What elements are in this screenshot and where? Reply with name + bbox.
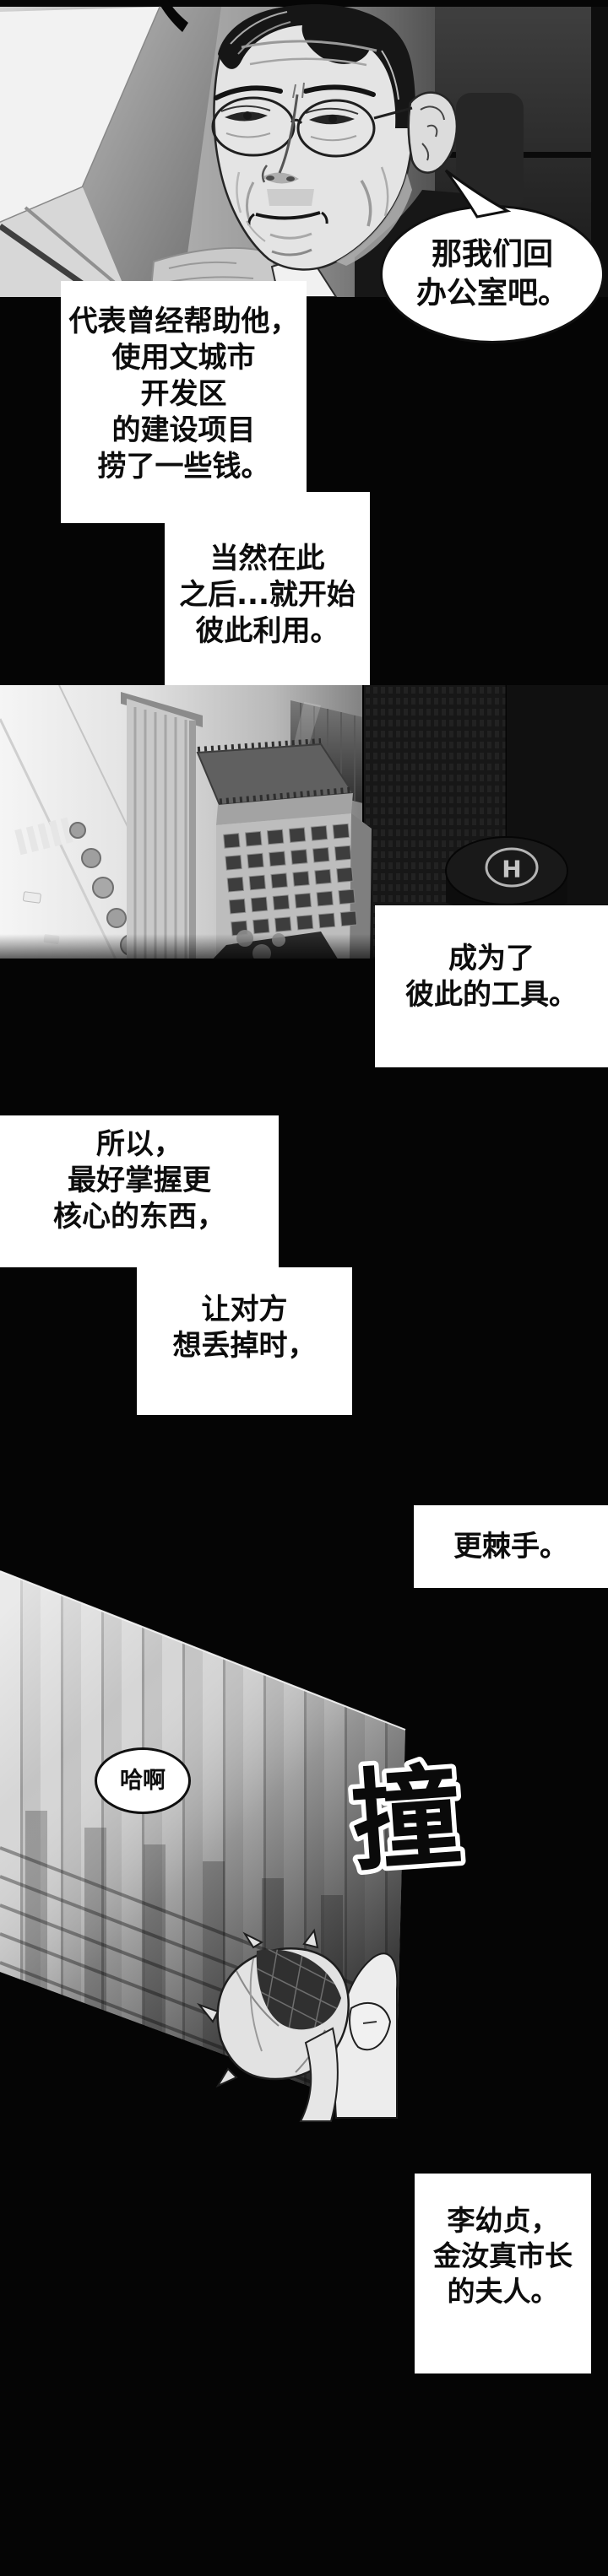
narration-line: 彼此的工具。: [405, 978, 578, 1012]
crosswalk: [14, 817, 73, 856]
speech-bubble-gasp: 哈啊: [95, 1747, 191, 1814]
narration-box-1: 代表曾经帮助他， 使用文城市 开发区 的建设项目 捞了一些钱。: [61, 281, 307, 523]
woman-face: [349, 2001, 392, 2051]
bubble-line: 那我们回: [431, 237, 553, 272]
narration-line: 的建设项目: [111, 413, 256, 447]
helipad-circle-icon: [485, 847, 539, 888]
narration-box-2: 当然在此 之后...就开始 彼此利用。: [165, 492, 370, 719]
street-trees: [69, 822, 142, 956]
narration-line: 使用文城市: [111, 341, 256, 375]
car-window: [0, 7, 160, 223]
man-face: [211, 3, 459, 271]
narration-line: 金汝真市长: [433, 2239, 573, 2272]
narration-line: 开发区: [140, 377, 227, 411]
bubble-line: 办公室吧。: [415, 276, 568, 311]
narration-line: 代表曾经帮助他，: [68, 305, 299, 338]
narration-line: 想丢掉时，: [172, 1329, 317, 1363]
city-building-columns: [121, 692, 203, 964]
panel-night-building: [0, 1570, 406, 2122]
glasses: [211, 96, 413, 158]
narration-line: 当然在此: [209, 542, 325, 575]
narration-line: 成为了: [448, 942, 535, 975]
narration-line: 李幼贞，: [447, 2204, 559, 2237]
speech-bubble-return-office: 那我们回 办公室吧。: [380, 205, 605, 343]
narration-line: 核心的东西，: [53, 1200, 225, 1234]
narration-line: 更棘手。: [453, 1529, 568, 1563]
narration-line: 彼此利用。: [195, 614, 339, 648]
nose: [278, 94, 299, 174]
narration-line: 最好掌握更: [68, 1164, 211, 1197]
woman-arm: [299, 2027, 339, 2122]
narration-box-6: 更棘手。: [414, 1505, 608, 1588]
ear: [407, 91, 459, 174]
offscreen-bubble-tail: [157, 0, 188, 32]
narration-box-7: 李幼贞， 金汝真市长 的夫人。: [415, 2174, 591, 2373]
narration-box-5: 让对方 想丢掉时，: [137, 1267, 352, 1415]
eyebrow-left: [214, 85, 283, 100]
car: [23, 891, 41, 904]
mouth: [255, 211, 321, 220]
helipad: H: [445, 836, 568, 913]
sfx-impact-text: 撞: [347, 1752, 465, 1887]
narration-line: 的夫人。: [447, 2275, 559, 2308]
speech-bubble-tail: [444, 169, 512, 219]
helipad-h-icon: H: [502, 856, 521, 883]
narration-box-4: 所以， 最好掌握更 核心的东西，: [0, 1115, 279, 1267]
narration-box-3: 成为了 彼此的工具。: [375, 905, 608, 1067]
eyebrow-right: [303, 84, 376, 97]
hair: [218, 3, 415, 129]
car-headrest: [456, 93, 524, 211]
narration-line: 让对方: [201, 1293, 288, 1326]
woman-figure: [196, 1928, 399, 2122]
narration-line: 之后...就开始: [179, 578, 356, 612]
sfx-impact: 撞: [343, 1747, 470, 1892]
narration-line: 捞了一些钱。: [97, 450, 270, 483]
bubble-line: 哈啊: [120, 1767, 166, 1794]
narration-line: 所以，: [96, 1127, 182, 1161]
